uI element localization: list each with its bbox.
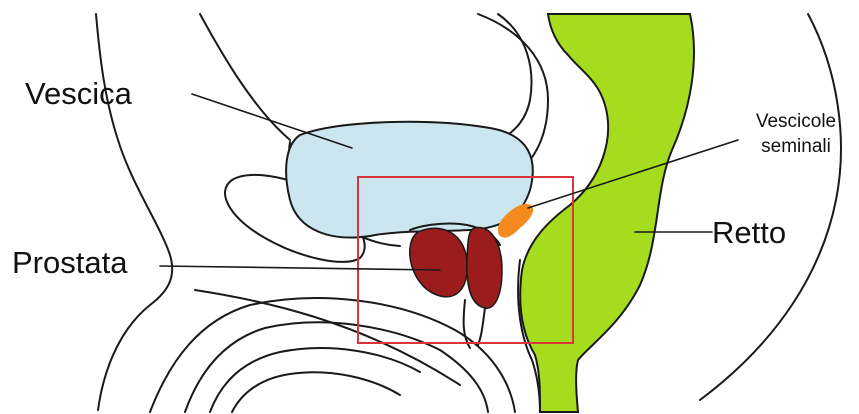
penile-curve-2 xyxy=(185,322,440,412)
seminal-vesicles-label-line1: Vescicole xyxy=(740,110,852,135)
seminal-vesicles-label: Vescicole seminali xyxy=(740,110,852,159)
seminal-vesicles-label-line2: seminali xyxy=(740,135,852,160)
perineal-line xyxy=(195,290,460,385)
bladder-label: Vescica xyxy=(25,78,132,109)
peritoneum-inner xyxy=(498,14,531,137)
abdominal-wall-curve xyxy=(200,14,290,140)
body-contour xyxy=(96,14,172,410)
bladder-leader-line xyxy=(192,94,352,148)
urethra-left xyxy=(464,300,470,348)
bladder-shape xyxy=(286,122,533,238)
rectum-label: Retto xyxy=(712,217,786,248)
prostate-leader-line xyxy=(160,266,440,270)
penile-curve-3 xyxy=(210,348,420,412)
prostate-lobe-left xyxy=(410,228,467,297)
sacrum-curve xyxy=(700,14,841,400)
urethra-right xyxy=(478,308,485,345)
prostate-label: Prostata xyxy=(12,247,127,278)
penile-curve-5 xyxy=(440,350,488,412)
rectum-shape xyxy=(520,14,694,412)
penile-curve-4 xyxy=(232,372,400,412)
